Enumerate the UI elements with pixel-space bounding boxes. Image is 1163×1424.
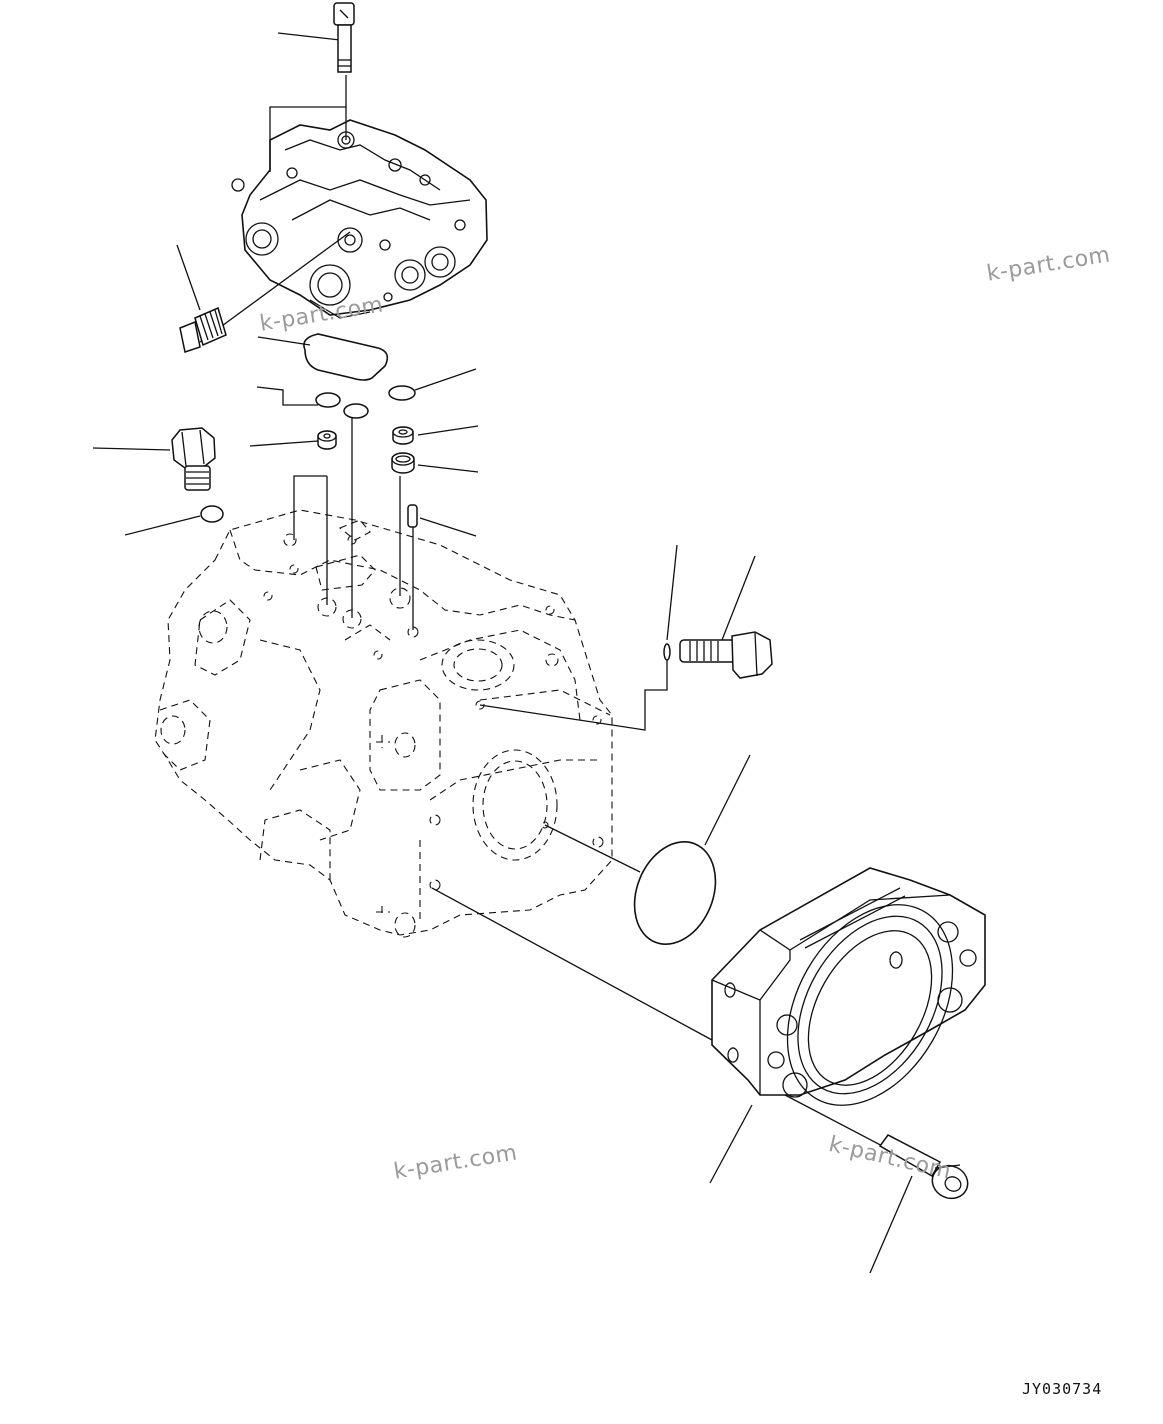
assembly-lines bbox=[199, 75, 891, 1151]
seat-washers bbox=[317, 426, 415, 474]
gasket bbox=[303, 333, 389, 381]
small-o-ring-right bbox=[663, 643, 671, 661]
socket-head-bolt-bottom bbox=[878, 1134, 969, 1200]
adjust-screw-left bbox=[179, 306, 227, 353]
pump-case bbox=[154, 509, 613, 938]
leader-lines bbox=[92, 32, 913, 1274]
hex-plug-left bbox=[171, 427, 216, 491]
flange bbox=[711, 867, 986, 1106]
large-o-ring bbox=[633, 841, 717, 945]
control-valve-body bbox=[231, 119, 488, 319]
hex-bolt-right bbox=[679, 631, 773, 679]
pin bbox=[407, 504, 418, 528]
socket-head-bolt-top bbox=[333, 2, 355, 73]
figure-code: JY030734 bbox=[1022, 1380, 1103, 1398]
o-rings-small bbox=[200, 385, 416, 523]
